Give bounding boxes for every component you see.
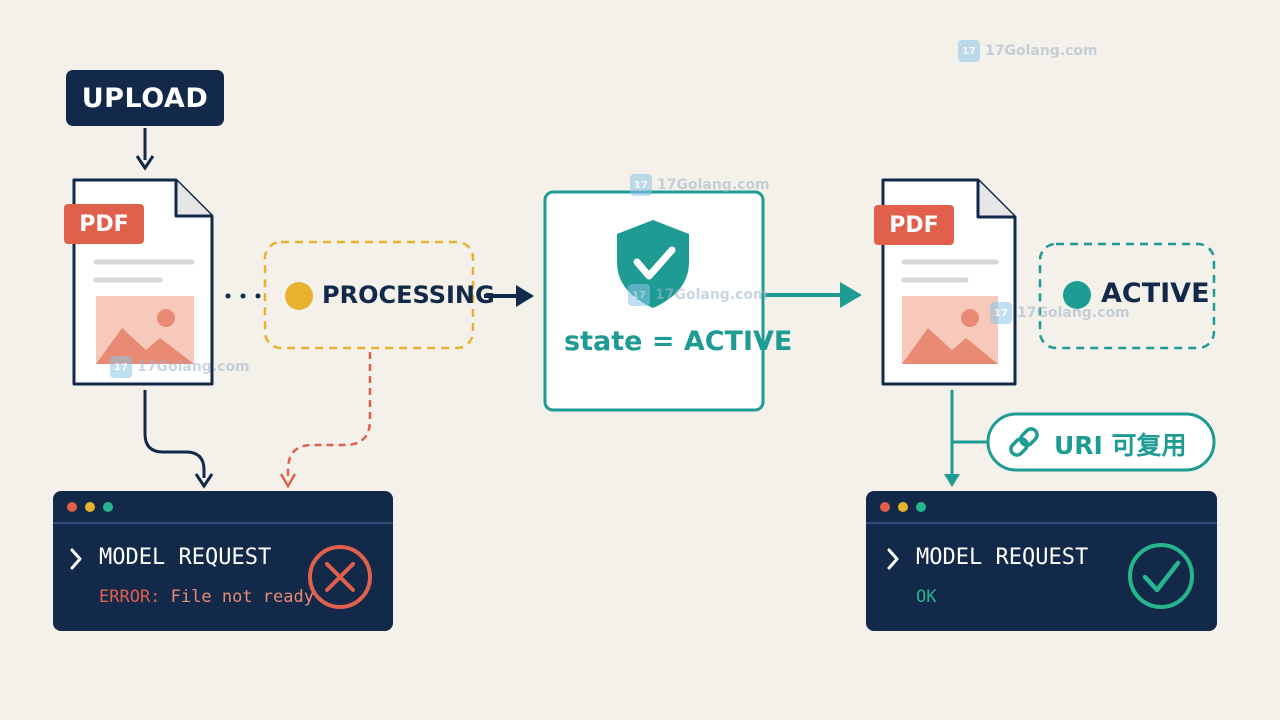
error-x-icon: [308, 545, 372, 609]
watermark: 17 17Golang.com: [958, 40, 1098, 62]
doc-to-request-arrow: [143, 390, 214, 489]
watermark: 17 17Golang.com: [628, 284, 768, 306]
active-pill: [1038, 242, 1216, 350]
left-pdf-tag: PDF: [64, 204, 144, 244]
watermark-text: 17Golang.com: [655, 287, 768, 303]
left-terminal: [53, 491, 393, 631]
left-terminal-title: MODEL REQUEST: [99, 545, 272, 570]
processing-label: PROCESSING: [322, 281, 495, 309]
upload-arrow: [135, 128, 155, 171]
watermark-logo-icon: 17: [630, 174, 652, 196]
left-terminal-status: ERROR: File not ready: [99, 587, 314, 607]
right-pdf-tag: PDF: [874, 205, 954, 245]
watermark: 17 17Golang.com: [630, 174, 770, 196]
watermark-logo-icon: 17: [110, 356, 132, 378]
failure-arrowhead: [279, 473, 297, 489]
uri-badge: [986, 412, 1216, 472]
watermark-text: 17Golang.com: [137, 359, 250, 375]
right-terminal-title: MODEL REQUEST: [916, 545, 1089, 570]
watermark-logo-icon: 17: [628, 284, 650, 306]
active-label: ACTIVE: [1101, 278, 1210, 309]
dotted-connector: [225, 293, 261, 299]
watermark-text: 17Golang.com: [985, 43, 1098, 59]
watermark: 17 17Golang.com: [110, 356, 250, 378]
doc-to-ok-arrow: [944, 390, 990, 487]
error-prefix: ERROR:: [99, 587, 161, 607]
error-message: File not ready: [160, 587, 314, 607]
uri-label: URI 可复用: [1054, 431, 1187, 460]
state-label: state = ACTIVE: [564, 326, 793, 357]
watermark: 17 17Golang.com: [990, 302, 1130, 324]
processing-pill: [263, 240, 475, 350]
watermark-logo-icon: 17: [990, 302, 1012, 324]
processing-to-state-arrow: [484, 285, 534, 307]
right-terminal: [866, 491, 1217, 631]
right-terminal-status: OK: [916, 587, 937, 607]
watermark-logo-icon: 17: [958, 40, 980, 62]
upload-label: UPLOAD: [66, 70, 224, 126]
processing-failure-path: [286, 352, 372, 478]
success-check-icon: [1128, 543, 1194, 609]
watermark-text: 17Golang.com: [1017, 305, 1130, 321]
link-icon: [1009, 427, 1039, 457]
watermark-text: 17Golang.com: [657, 177, 770, 193]
state-to-doc-arrow: [765, 282, 862, 308]
